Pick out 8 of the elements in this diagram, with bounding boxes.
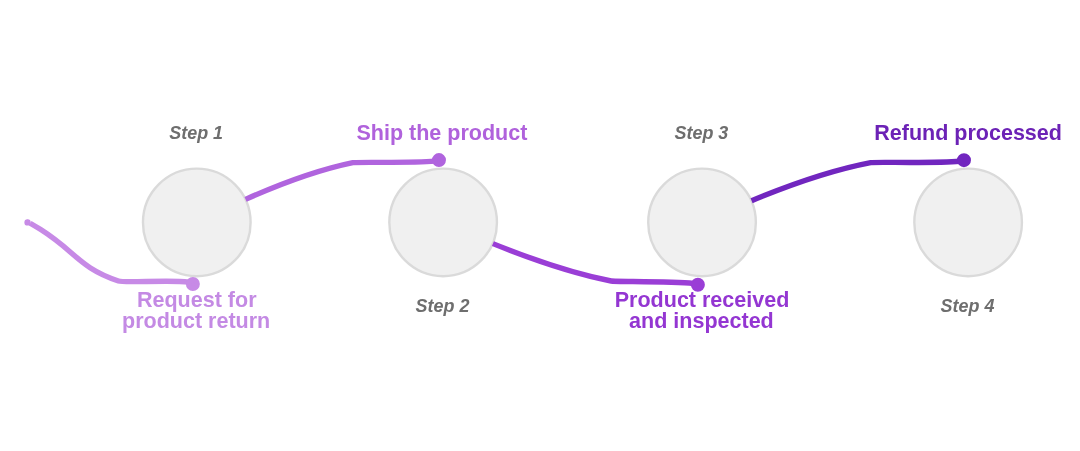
node-text: Request for product return [122, 287, 271, 333]
node-text: Ship the product [356, 120, 528, 145]
node-text: Product received and inspected [614, 287, 790, 333]
node-text: Refund processed [874, 120, 1062, 145]
node-label: Step 4 [940, 295, 995, 316]
node-label: Step 2 [415, 295, 470, 316]
node-label: Step 3 [674, 122, 729, 143]
node-label: Step 1 [169, 122, 224, 143]
